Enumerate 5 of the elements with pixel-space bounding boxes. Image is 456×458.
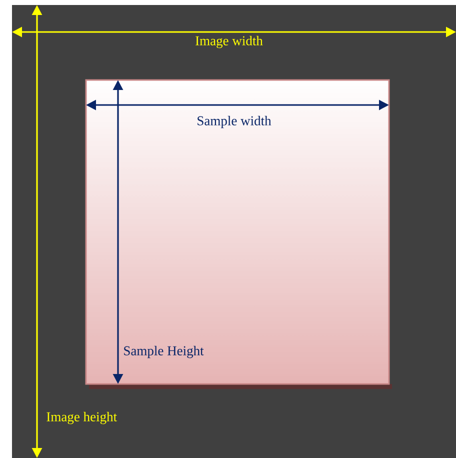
- dimension-label: Image width: [196, 36, 263, 48]
- dimension-label: Sample Height: [124, 346, 204, 358]
- sample-box: [85, 79, 390, 385]
- dimension-label: Sample width: [198, 116, 272, 128]
- dimension-label: Image height: [46, 412, 117, 424]
